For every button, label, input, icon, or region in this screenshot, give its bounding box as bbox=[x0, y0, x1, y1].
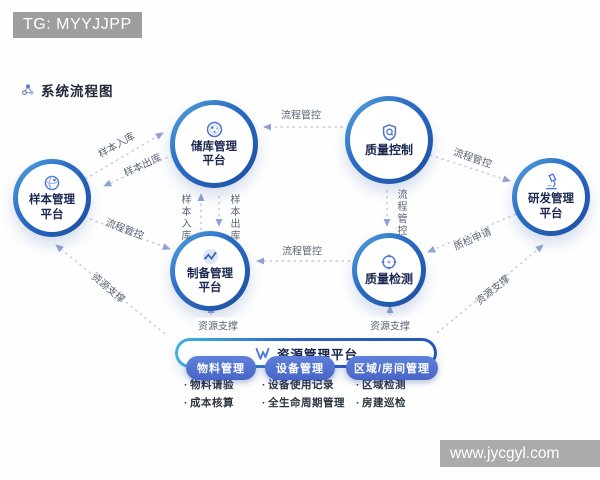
molecule-icon bbox=[20, 82, 36, 98]
edge-flow-qc-rd bbox=[429, 154, 511, 183]
edge-label-flow-qc-storage: 流程管控 bbox=[281, 110, 321, 122]
node-rd-platform: 研发管理 平台 bbox=[512, 158, 590, 236]
node-inspect-inner: 质量检测 bbox=[357, 238, 421, 302]
list-item: 区域检测 bbox=[356, 377, 406, 395]
edge-sample-out bbox=[103, 154, 174, 187]
storage-dish-icon bbox=[205, 120, 224, 139]
edge-label-sample-in-vertical: 样本入库 bbox=[179, 194, 190, 242]
pill-material-management: 物料管理 bbox=[186, 356, 256, 380]
edge-label-flow-inspect-prep: 流程管控 bbox=[282, 246, 322, 258]
node-quality-control: 质量控制 bbox=[345, 96, 433, 184]
edge-label-res-inspect: 资源支撑 bbox=[367, 317, 413, 333]
edge-label-flow-qc-inspect: 流程管控 bbox=[395, 189, 406, 237]
node-storage-label: 储库管理 平台 bbox=[191, 140, 237, 167]
edge-label-res-prep: 资源支撑 bbox=[195, 317, 241, 333]
node-sample-label: 样本管理 平台 bbox=[29, 194, 75, 221]
pill-equipment-management: 设备管理 bbox=[265, 356, 335, 380]
wave-icon bbox=[254, 346, 271, 361]
node-prep-platform: 制备管理 平台 bbox=[170, 231, 250, 311]
list-item: 房建巡检 bbox=[356, 395, 406, 413]
list-item: 成本核算 bbox=[184, 395, 234, 413]
list-item: 全生命周期管理 bbox=[262, 395, 345, 413]
pulse-icon bbox=[201, 247, 220, 266]
edge-inspect-request bbox=[427, 213, 517, 253]
tg-badge: TG: MYYJJPP bbox=[13, 12, 142, 38]
pill-area-room-management: 区域/房间管理 bbox=[346, 356, 439, 380]
list-item: 设备使用记录 bbox=[262, 377, 345, 395]
shield-magnifier-icon bbox=[380, 123, 399, 142]
node-sample-platform: 样本管理 平台 bbox=[13, 159, 91, 237]
material-items: 物料请验 成本核算 bbox=[184, 377, 234, 412]
node-storage-platform: 储库管理 平台 bbox=[170, 100, 258, 188]
node-rd-label: 研发管理 平台 bbox=[528, 193, 574, 220]
node-quality-inspect: 质量检测 bbox=[352, 233, 426, 307]
edge-flow-sample-prep bbox=[89, 218, 171, 250]
node-qc-inner: 质量控制 bbox=[350, 101, 428, 179]
list-item: 物料请验 bbox=[184, 377, 234, 395]
target-icon bbox=[380, 253, 398, 271]
microscope-icon bbox=[542, 173, 560, 191]
area-room-items: 区域检测 房建巡检 bbox=[356, 377, 406, 412]
node-inspect-label: 质量检测 bbox=[364, 272, 413, 287]
node-sample-inner: 样本管理 平台 bbox=[18, 164, 86, 232]
equipment-items: 设备使用记录 全生命周期管理 bbox=[262, 377, 345, 412]
node-qc-label: 质量控制 bbox=[364, 142, 413, 157]
node-rd-inner: 研发管理 平台 bbox=[517, 163, 585, 231]
diagram-title: 系统流程图 bbox=[20, 80, 114, 100]
globe-icon bbox=[43, 174, 61, 192]
edge-res-rd bbox=[436, 244, 544, 334]
edge-label-sample-out-vertical: 样本出库 bbox=[228, 194, 239, 242]
node-prep-label: 制备管理 平台 bbox=[187, 267, 233, 294]
diagram-title-text: 系统流程图 bbox=[41, 84, 114, 99]
watermark: www.jycgyl.com bbox=[440, 440, 600, 467]
node-storage-inner: 储库管理 平台 bbox=[175, 105, 253, 183]
node-prep-inner: 制备管理 平台 bbox=[175, 236, 245, 306]
